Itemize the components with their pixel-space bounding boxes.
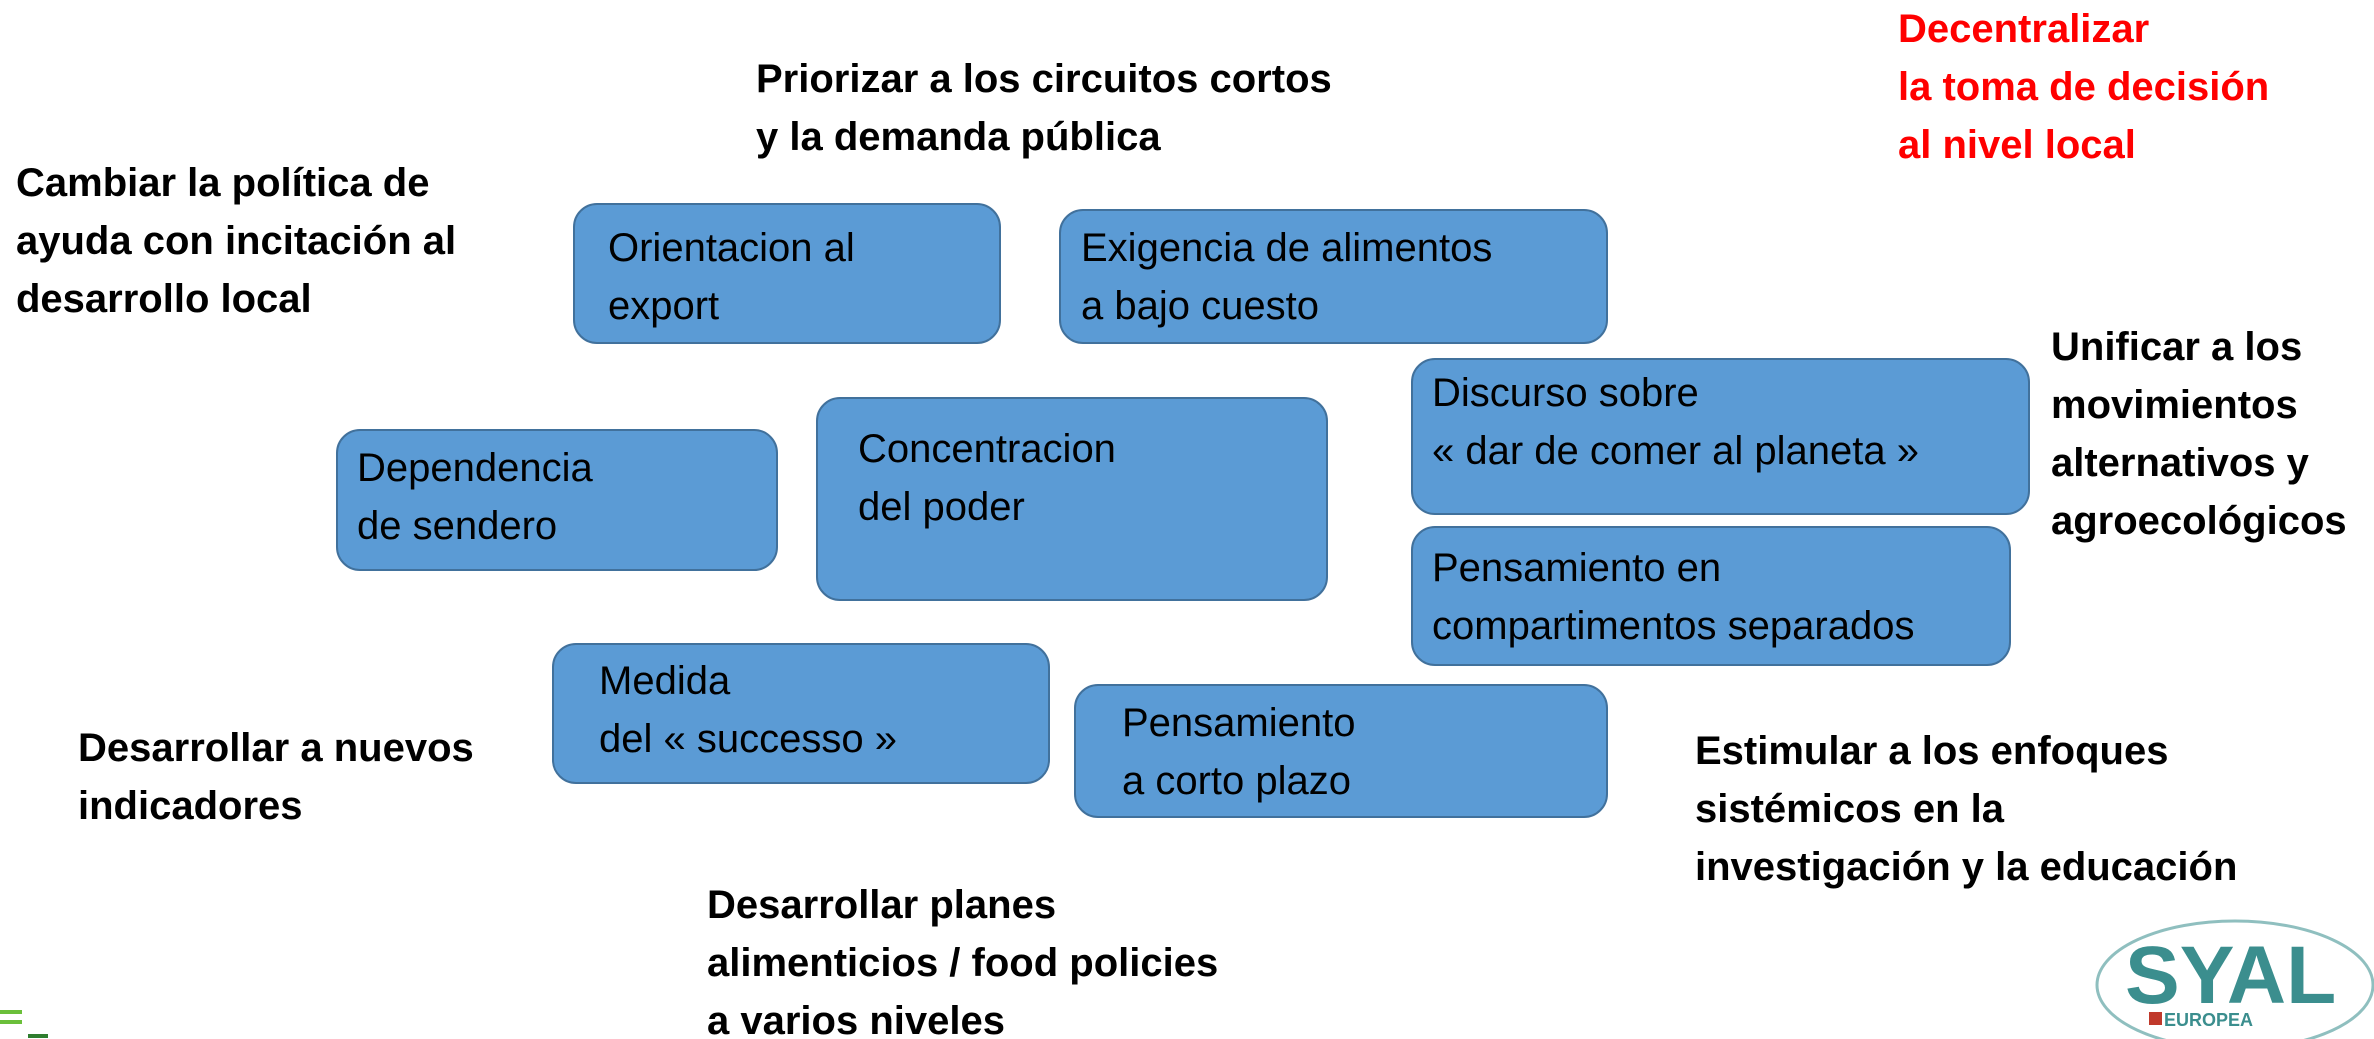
barrier-box-concentracion [816,397,1328,601]
action-cambiar: Cambiar la política de ayuda con incitac… [16,161,457,321]
logo-text: SYAL [2125,930,2336,1021]
action-desarrollar-planes: Desarrollar planes alimenticios / food p… [707,883,1219,1039]
action-unificar: Unificar a los movimientos alternativos … [2051,325,2347,543]
barrier-box-exigencia [1059,209,1608,344]
barrier-box-pensamiento-comp [1411,526,2011,666]
barrier-box-medida [552,643,1050,784]
barrier-label-medida: Medida del « successo » [599,659,897,761]
action-desarrollar-indicadores: Desarrollar a nuevos indicadores [78,726,474,828]
barrier-label-exigencia: Exigencia de alimentos a bajo cuesto [1081,226,1493,328]
barrier-label-concentracion: Concentracion del poder [858,427,1116,529]
logo-subtext: EUROPEA [2164,1010,2253,1030]
barrier-box-pensamiento-corto [1074,684,1608,818]
barrier-label-orientacion: Orientacion al export [608,226,855,328]
syal-logo: SYAL EUROPEA [2095,919,2374,1039]
barrier-box-orientacion [573,203,1001,344]
barrier-box-discurso [1411,358,2030,515]
action-priorizar: Priorizar a los circuitos cortos y la de… [756,57,1332,159]
barrier-label-pensamiento-comp: Pensamiento en compartimentos separados [1432,546,1915,648]
barrier-label-discurso: Discurso sobre « dar de comer al planeta… [1432,371,1919,473]
action-estimular: Estimular a los enfoques sistémicos en l… [1695,729,2238,889]
barrier-label-dependencia: Dependencia de sendero [357,446,593,548]
barrier-label-pensamiento-corto: Pensamiento a corto plazo [1122,701,1356,803]
corner-mark-icon [0,1010,48,1038]
barrier-box-dependencia [336,429,778,571]
action-decentralizar: Decentralizar la toma de decisión al niv… [1898,7,2270,167]
